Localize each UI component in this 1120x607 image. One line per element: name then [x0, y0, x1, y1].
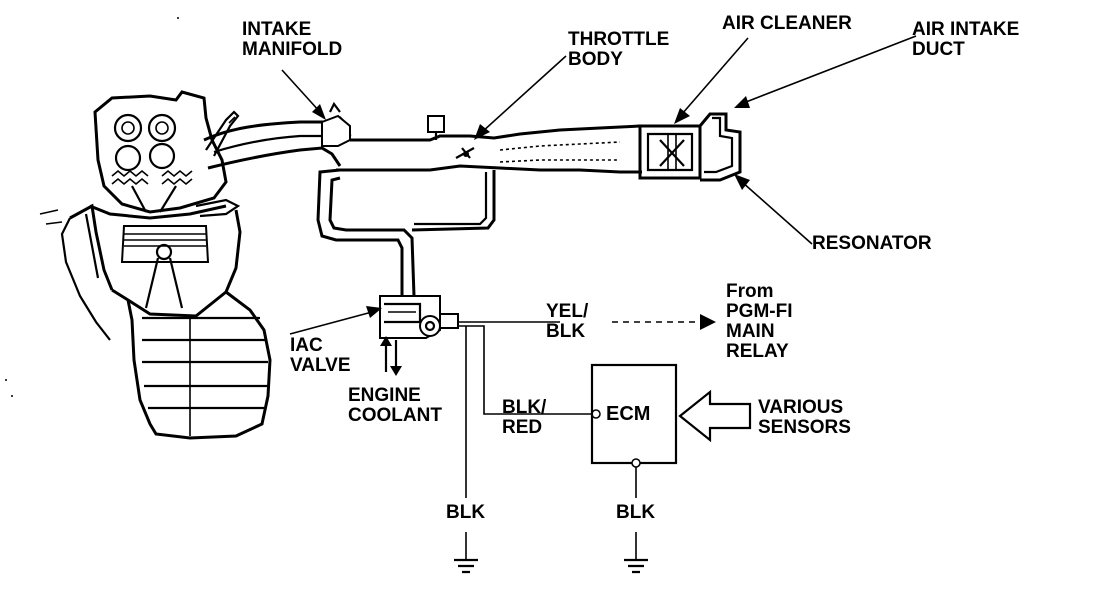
scan-specks — [5, 17, 179, 397]
label-throttle-body-line1: THROTTLE — [568, 29, 670, 50]
intake-duct-shape — [336, 115, 642, 174]
bypass-air-pipe — [316, 168, 496, 297]
label-pgm-fi-line3: MAIN — [726, 321, 775, 342]
label-throttle-body: THROTTLE BODY — [568, 30, 669, 70]
label-engine-coolant: ENGINE COOLANT — [348, 386, 442, 426]
label-pgm-fi-line2: PGM-FI — [726, 301, 793, 322]
label-blk-left: BLK — [446, 502, 486, 523]
label-pgm-fi-main-relay: From PGM-FI MAIN RELAY — [726, 282, 793, 362]
label-pgm-fi-line4: RELAY — [726, 341, 789, 362]
label-throttle-body-line2: BODY — [568, 49, 623, 70]
label-air-intake-duct: AIR INTAKE DUCT — [912, 20, 1019, 60]
air-cleaner-shape — [638, 112, 742, 182]
label-air-intake-duct-line1: AIR INTAKE — [912, 19, 1020, 40]
label-air-cleaner: AIR CLEANER — [722, 13, 852, 34]
label-resonator: RESONATOR — [812, 233, 932, 254]
coolant-flow-arrows — [380, 336, 402, 376]
label-engine-coolant-line1: ENGINE — [348, 385, 421, 406]
label-intake-manifold: INTAKE MANIFOLD — [242, 20, 342, 60]
label-yel-blk: YEL/ BLK — [546, 302, 588, 342]
engine-illustration — [39, 90, 272, 440]
label-various-sensors-line1: VARIOUS — [758, 397, 844, 418]
label-iac-valve-line2: VALVE — [290, 355, 351, 376]
label-air-intake-duct-line2: DUCT — [912, 39, 965, 60]
wiring — [454, 314, 752, 574]
label-ecm: ECM — [606, 403, 651, 425]
label-yel-blk-line2: BLK — [546, 321, 586, 342]
label-engine-coolant-line2: COOLANT — [348, 405, 442, 426]
label-blk-red-line1: BLK/ — [502, 397, 547, 418]
label-intake-manifold-line2: MANIFOLD — [242, 39, 343, 60]
label-various-sensors: VARIOUS SENSORS — [758, 398, 851, 438]
label-blk-red-line2: RED — [502, 417, 543, 438]
iac-valve-shape — [379, 295, 459, 339]
label-yel-blk-line1: YEL/ — [546, 301, 589, 322]
label-iac-valve-line1: IAC — [290, 335, 323, 356]
label-various-sensors-line2: SENSORS — [758, 417, 851, 438]
label-blk-red: BLK/ RED — [502, 398, 546, 438]
label-blk-right: BLK — [616, 502, 656, 523]
leader-arrows — [281, 35, 917, 335]
label-pgm-fi-line1: From — [726, 281, 774, 302]
label-intake-manifold-line1: INTAKE — [242, 19, 312, 40]
label-iac-valve: IAC VALVE — [290, 336, 351, 376]
